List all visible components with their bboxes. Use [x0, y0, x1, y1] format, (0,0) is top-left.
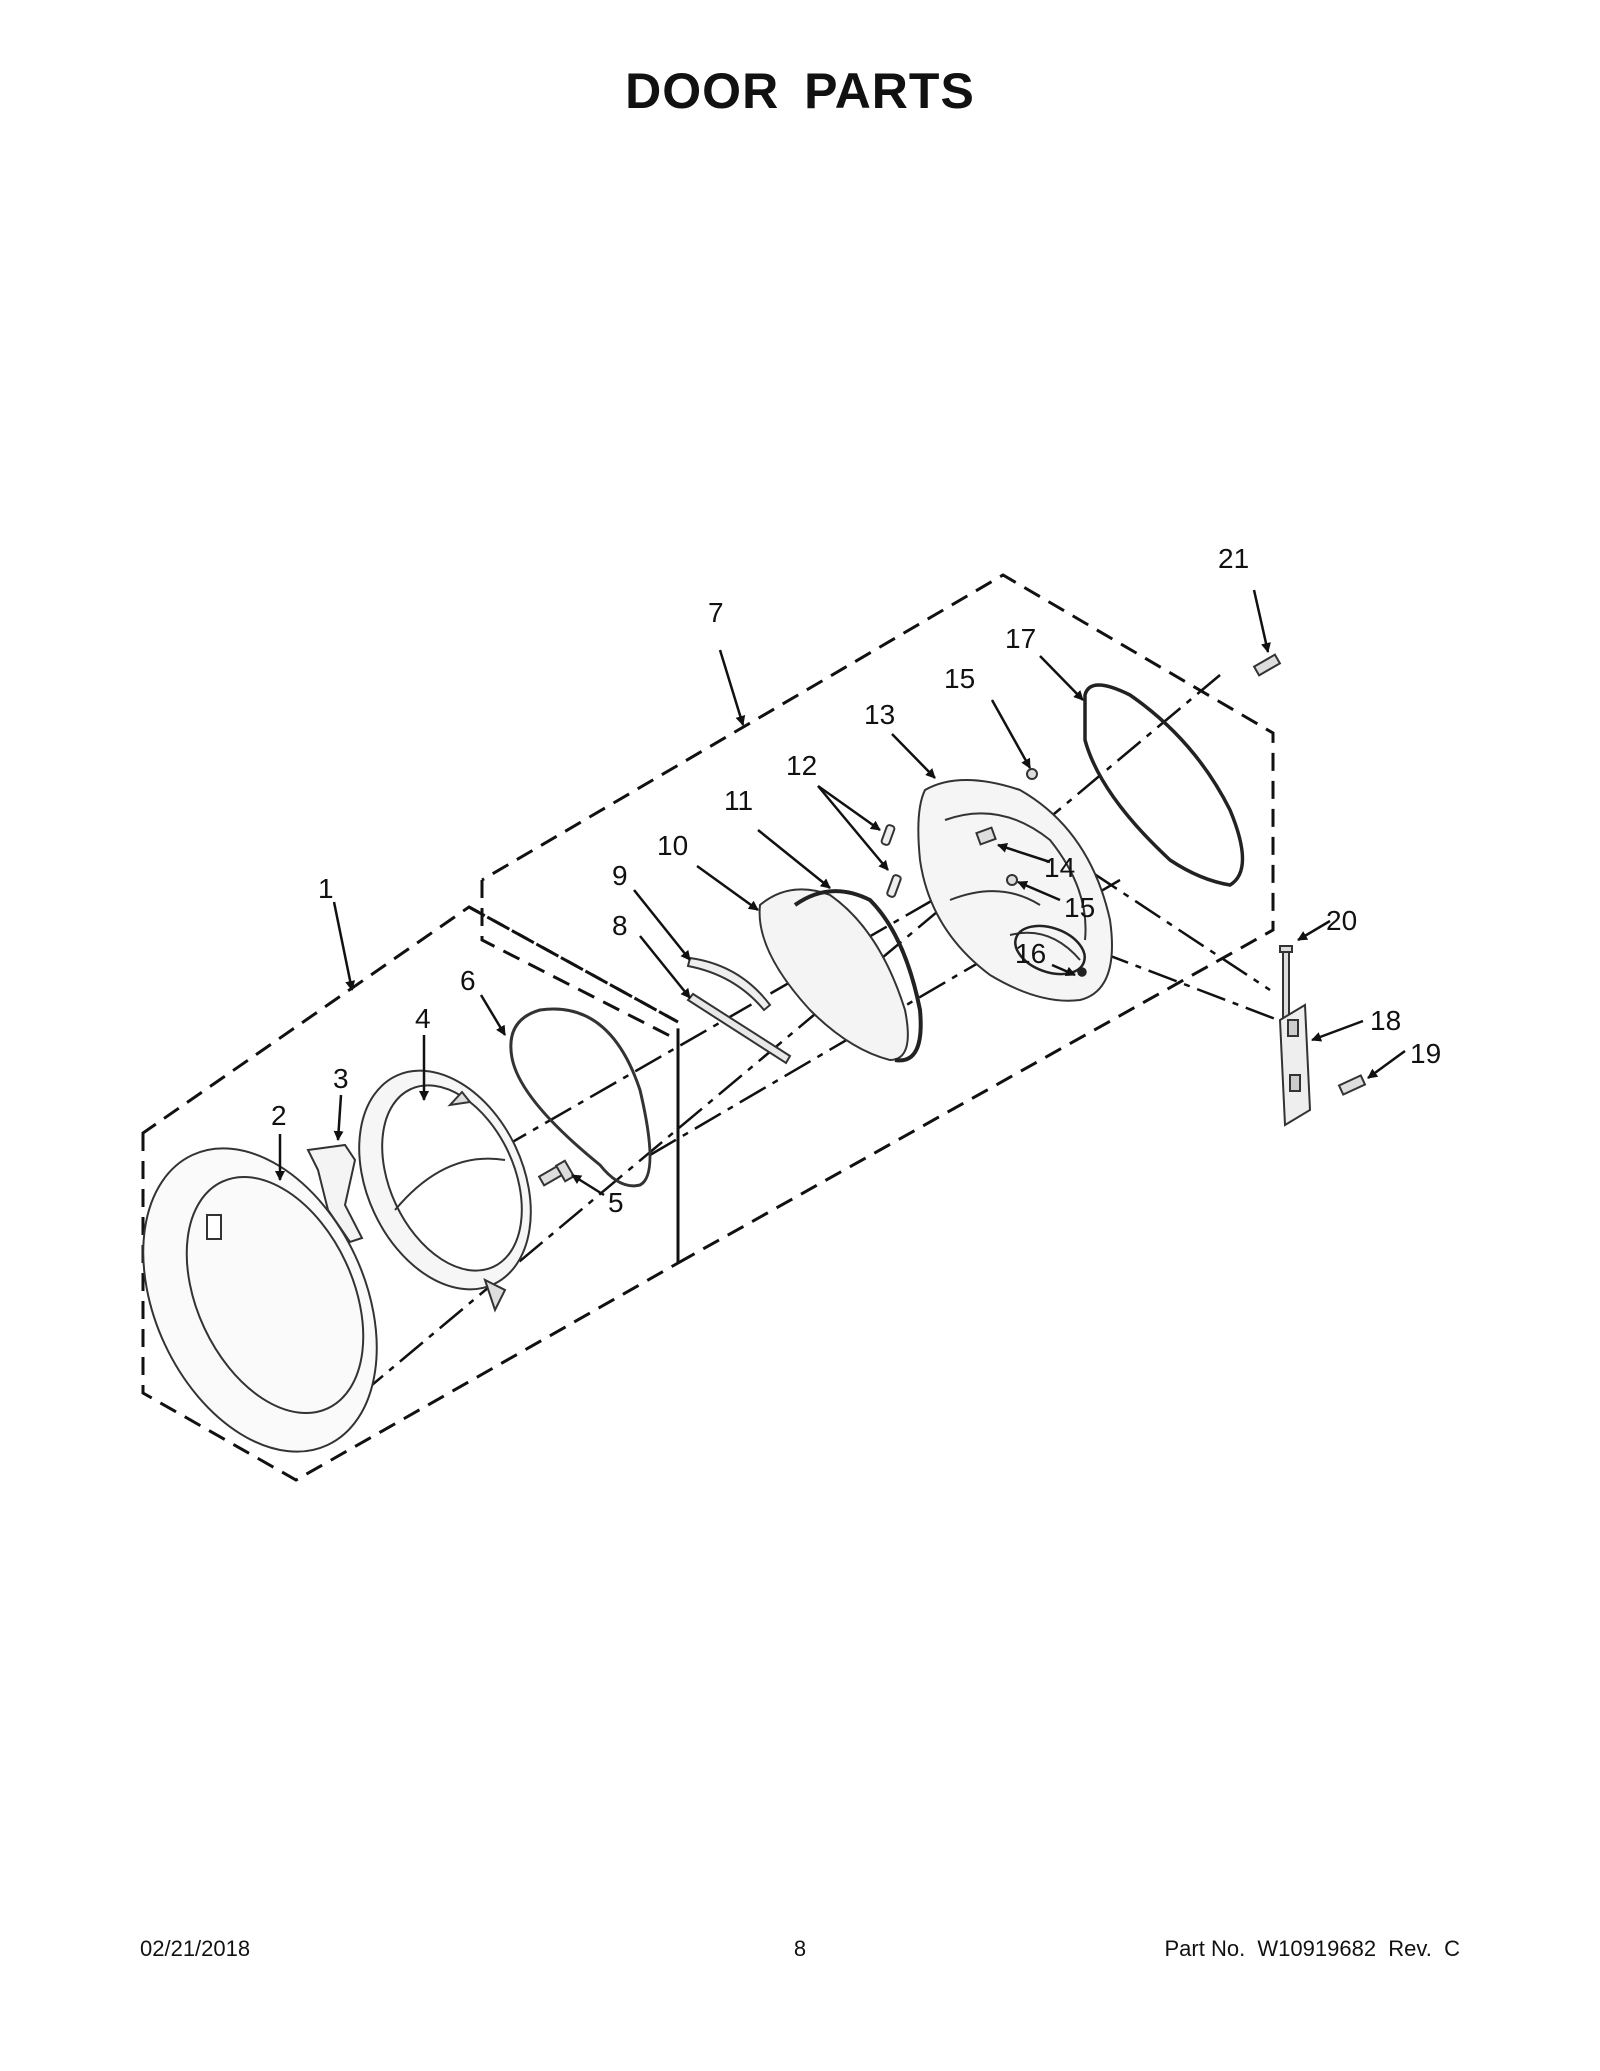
callout-18: 18 — [1370, 1005, 1401, 1036]
part-15-screws — [1006, 768, 1038, 886]
callout-15a: 15 — [944, 663, 975, 694]
part-8-strip — [686, 992, 792, 1065]
footer-page-number: 8 — [793, 1936, 807, 1961]
part-17-outer-seal — [1083, 683, 1245, 887]
part-19-hinge-screw — [1337, 1074, 1367, 1096]
footer-part-number: Part No. W10919682 Rev. C — [1164, 1936, 1460, 1961]
callout-labels: 1 2 3 4 5 6 7 8 9 10 11 12 13 14 15 15 1… — [271, 543, 1441, 1218]
footer-date: 02/21/2018 — [140, 1936, 251, 1961]
callout-20: 20 — [1326, 905, 1357, 936]
part-14-latch — [975, 826, 997, 846]
callout-5: 5 — [608, 1187, 624, 1218]
leader-lines — [275, 589, 1406, 1197]
callout-15b: 15 — [1064, 892, 1095, 923]
page-title: DOOR PARTS — [625, 63, 975, 119]
group-1-dashed-outline — [141, 905, 680, 1482]
callout-13: 13 — [864, 699, 895, 730]
callout-14: 14 — [1044, 852, 1075, 883]
callout-7: 7 — [708, 597, 724, 628]
part-18-hinge-bracket — [1278, 1003, 1312, 1127]
callout-12: 12 — [786, 750, 817, 781]
part-16-ring — [1014, 924, 1087, 977]
callout-10: 10 — [657, 830, 688, 861]
callout-17: 17 — [1005, 623, 1036, 654]
part-10-inner-glass — [758, 888, 909, 1062]
callout-1: 1 — [318, 873, 334, 904]
part-11-glass-seal — [793, 889, 923, 1063]
callout-9: 9 — [612, 860, 628, 891]
part-4-door-frame — [358, 1069, 532, 1313]
part-6-door-seal — [509, 1007, 652, 1188]
part-12-tabs — [880, 824, 902, 898]
callout-19: 19 — [1410, 1038, 1441, 1069]
callout-2: 2 — [271, 1100, 287, 1131]
callout-6: 6 — [460, 965, 476, 996]
part-2-door-outer-ring — [142, 1147, 378, 1453]
part-21-screw — [1252, 653, 1282, 677]
group-7-dashed-outline — [480, 573, 1275, 1266]
callout-4: 4 — [415, 1003, 431, 1034]
callout-16: 16 — [1015, 938, 1046, 969]
part-5-screw — [537, 1159, 576, 1187]
part-9-curved-clip — [686, 956, 772, 1012]
callout-3: 3 — [333, 1063, 349, 1094]
part-20-hinge-pin — [1279, 945, 1293, 1021]
part-3-handle-bracket — [306, 1143, 364, 1244]
callout-11: 11 — [724, 785, 753, 816]
callout-21: 21 — [1218, 543, 1249, 574]
callout-8: 8 — [612, 910, 628, 941]
